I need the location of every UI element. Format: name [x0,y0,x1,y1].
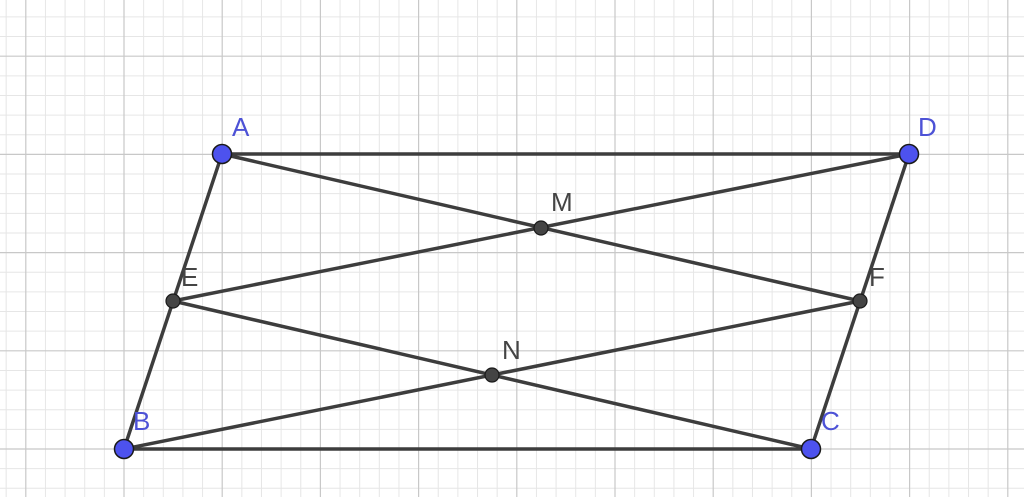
labels-layer: A B C D E F M N [133,112,937,436]
point-b[interactable] [113,438,135,460]
label-point-m: M [551,187,573,217]
label-point-a: A [232,112,250,142]
label-point-c: C [821,406,840,436]
point-m[interactable] [533,220,549,236]
label-point-n: N [502,335,521,365]
point-f[interactable] [852,293,868,309]
label-point-f: F [869,262,885,292]
points-layer [113,143,920,460]
label-point-e: E [181,262,198,292]
point-n[interactable] [484,367,500,383]
point-e[interactable] [165,293,181,309]
point-c[interactable] [800,438,822,460]
label-point-b: B [133,406,150,436]
label-point-d: D [918,112,937,142]
point-d[interactable] [898,143,920,165]
point-a[interactable] [211,143,233,165]
